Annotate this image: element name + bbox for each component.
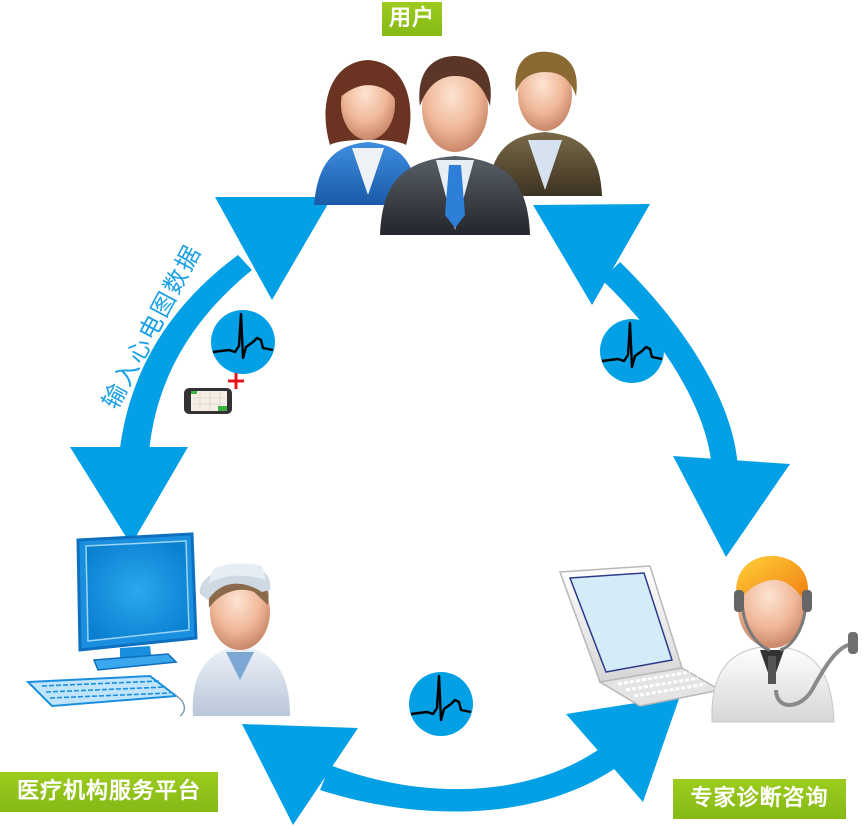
nurse-with-computer-icon: [25, 532, 290, 717]
ecg-badge-right: [600, 319, 664, 383]
medical-platform-label: 医疗机构服务平台: [0, 772, 218, 812]
arrow-users-platform: [70, 197, 332, 545]
arrowhead-up: [533, 204, 650, 305]
arrowhead-up: [215, 197, 332, 300]
phone-with-plus: [184, 373, 244, 414]
doctor-with-laptop-icon: [558, 555, 858, 723]
arrow-users-expert: [533, 204, 790, 557]
arrow-shaft: [118, 255, 252, 470]
group-of-users-icon: [314, 51, 602, 235]
ecg-badge-left: [211, 310, 275, 374]
arrowhead-down: [673, 456, 790, 557]
arrow-shaft: [320, 745, 620, 812]
arrowhead-down: [70, 447, 188, 545]
ecg-icon: [601, 321, 663, 369]
arrowhead-right: [566, 696, 680, 802]
expert-consultation-label: 专家诊断咨询: [673, 779, 846, 819]
arrow-shaft: [602, 262, 738, 470]
arrowhead-left: [242, 724, 358, 825]
ecg-icon: [410, 674, 472, 722]
arrow-platform-expert: [242, 696, 680, 825]
users-label: 用户: [382, 2, 442, 36]
ecg-badge-bottom: [409, 672, 473, 736]
ecg-icon: [212, 312, 274, 360]
plus-icon: [228, 373, 244, 389]
